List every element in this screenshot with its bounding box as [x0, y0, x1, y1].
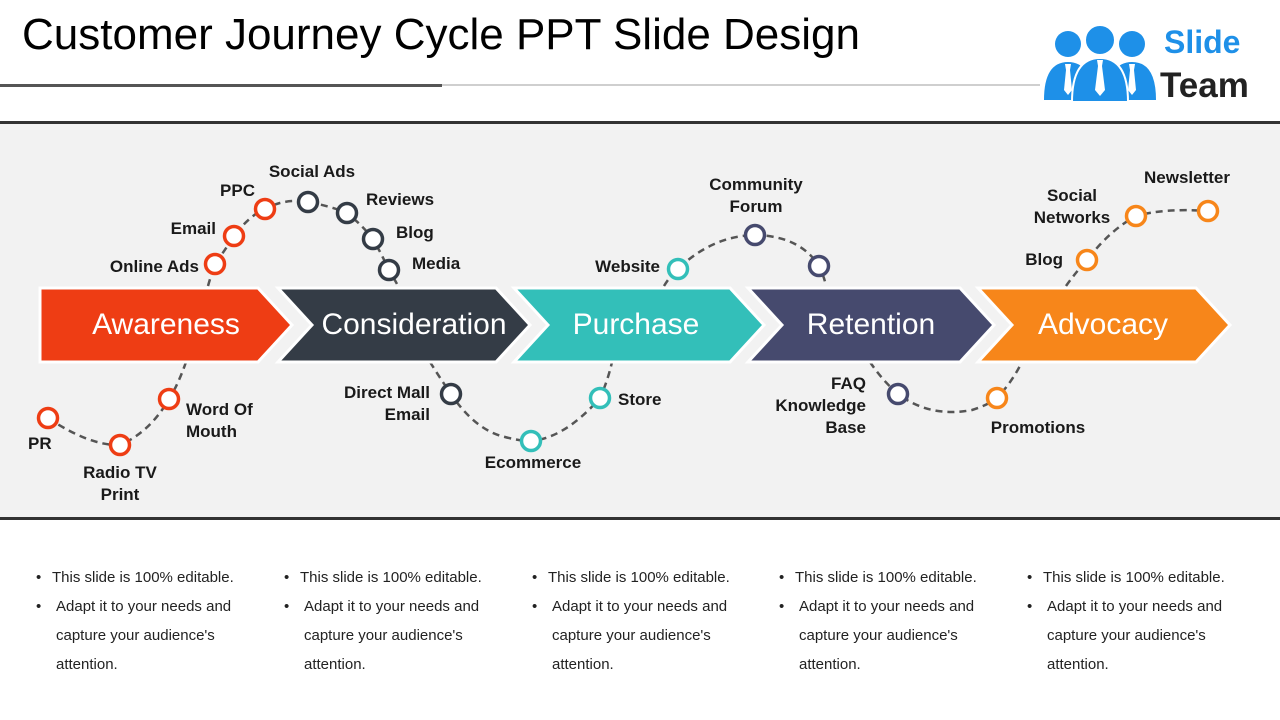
node-website	[666, 257, 690, 281]
slideteam-logo: Slide Team	[1040, 24, 1270, 105]
column-bullet-1: This slide is 100% editable.	[530, 563, 760, 592]
label-website: Website	[595, 257, 660, 276]
logo-text-team: Team	[1160, 66, 1249, 105]
stage-arrow-advocacy	[974, 286, 1233, 364]
stage-arrow-retention	[744, 286, 997, 364]
label-radio-tv-print: Radio TV Print	[83, 463, 157, 504]
label-direct-mall-email: Direct Mall Email	[344, 383, 430, 424]
column-bullet-1: This slide is 100% editable.	[1025, 563, 1255, 592]
column-bullet-2: Adapt it to your needs and capture your …	[1025, 592, 1255, 679]
label-faq-knowledge-base: FAQ Knowledge Base	[775, 374, 866, 437]
label-newsletter: Newsletter	[1144, 168, 1230, 187]
node-reviews	[335, 201, 359, 225]
stage-arrow-awareness	[38, 286, 295, 364]
node-media	[377, 258, 401, 282]
label-ppc: PPC	[220, 181, 255, 200]
node-community-forum	[743, 223, 767, 247]
node-faq	[886, 382, 910, 406]
stage-label-awareness: Awareness	[92, 308, 240, 341]
stage-arrow-purchase	[510, 286, 767, 364]
text-column-2: This slide is 100% editable. Adapt it to…	[282, 563, 512, 679]
label-reviews: Reviews	[366, 190, 435, 209]
text-column-4: This slide is 100% editable. Adapt it to…	[777, 563, 1007, 679]
stage-arrow-consideration	[274, 286, 533, 364]
text-column-5: This slide is 100% editable. Adapt it to…	[1025, 563, 1255, 679]
label-store: Store	[618, 390, 662, 409]
node-social-networks	[1124, 204, 1148, 228]
node-email	[222, 224, 246, 248]
label-advocacy-blog: Blog	[1025, 250, 1063, 269]
path-awareness-bottom	[47, 361, 188, 447]
label-email: Email	[170, 219, 216, 238]
path-purchase-top	[662, 233, 828, 287]
stage-label-consideration: Consideration	[321, 308, 507, 341]
label-pr: PR	[28, 434, 52, 453]
logo-text-slide: Slide	[1164, 24, 1241, 60]
node-retention-top	[807, 254, 831, 278]
node-radio-tv-print	[108, 433, 132, 457]
people-icon	[1044, 24, 1156, 103]
column-bullet-1: This slide is 100% editable.	[34, 563, 264, 592]
column-bullet-1: This slide is 100% editable.	[777, 563, 1007, 592]
node-online-ads	[203, 252, 227, 276]
column-bullet-1: This slide is 100% editable.	[282, 563, 512, 592]
node-social-ads	[296, 190, 320, 214]
column-bullet-2: Adapt it to your needs and capture your …	[282, 592, 512, 679]
label-ecommerce: Ecommerce	[484, 453, 582, 472]
label-promotions: Promotions	[990, 418, 1086, 437]
text-column-3: This slide is 100% editable. Adapt it to…	[530, 563, 760, 679]
node-word-of-mouth	[157, 387, 181, 411]
column-bullet-2: Adapt it to your needs and capture your …	[530, 592, 760, 679]
label-consideration-blog: Blog	[396, 223, 434, 242]
node-ppc	[253, 197, 277, 221]
title-underline	[0, 84, 1040, 86]
path-retention-bottom	[868, 361, 1024, 414]
node-ecommerce	[519, 429, 543, 453]
stage-label-purchase: Purchase	[572, 308, 700, 341]
label-online-ads: Online Ads	[109, 257, 199, 276]
node-promotions	[985, 386, 1009, 410]
node-advocacy-blog	[1075, 248, 1099, 272]
path-advocacy-top	[1064, 208, 1209, 287]
node-store	[588, 386, 612, 410]
column-bullet-2: Adapt it to your needs and capture your …	[34, 592, 264, 679]
title-underline-accent	[0, 84, 442, 87]
slide-title: Customer Journey Cycle PPT Slide Design	[22, 10, 860, 59]
stage-label-advocacy: Advocacy	[1037, 308, 1169, 341]
label-social-networks: Social Networks	[1033, 186, 1111, 227]
label-community-forum: Community Forum	[709, 175, 803, 216]
column-bullet-2: Adapt it to your needs and capture your …	[777, 592, 1007, 679]
label-social-ads: Social Ads	[268, 162, 356, 181]
node-newsletter	[1196, 199, 1220, 223]
node-blog	[361, 227, 385, 251]
node-direct-mall-email	[439, 382, 463, 406]
label-media: Media	[412, 254, 461, 273]
node-pr	[36, 406, 60, 430]
label-word-of-mouth: Word Of Mouth	[186, 400, 253, 441]
stage-label-retention: Retention	[806, 308, 936, 341]
text-column-1: This slide is 100% editable. Adapt it to…	[34, 563, 264, 679]
